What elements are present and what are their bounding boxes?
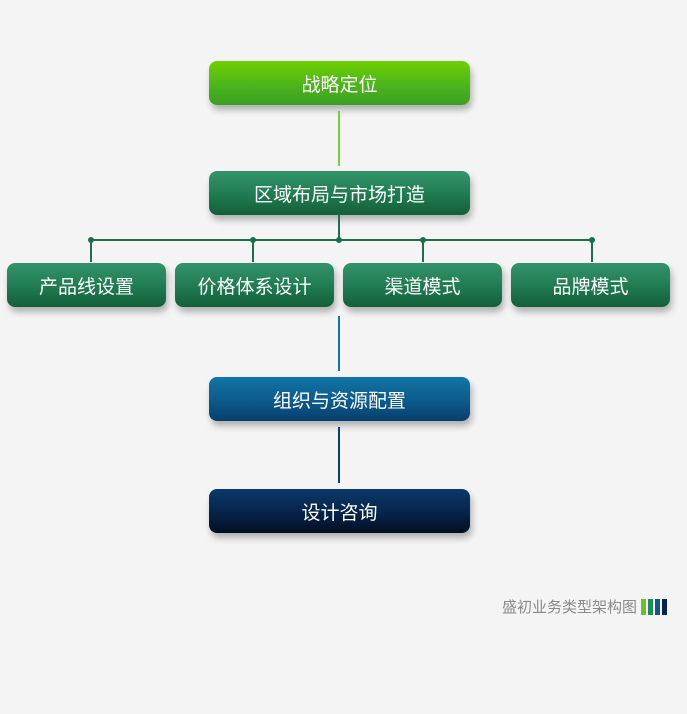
caption-bar-3 — [655, 599, 660, 615]
caption-bar-1 — [641, 599, 646, 615]
node-organization-resources-label: 组织与资源配置 — [272, 389, 406, 412]
caption-color-bars-icon — [641, 599, 667, 615]
caption-bar-4 — [662, 599, 667, 615]
connector-top-to-region — [338, 111, 340, 166]
node-brand-model: 品牌模式 — [511, 263, 670, 307]
node-strategic-positioning-label: 战略定位 — [301, 73, 378, 96]
branch-drop-4 — [591, 240, 593, 262]
node-pricing-system: 价格体系设计 — [175, 263, 334, 307]
node-channel-model: 渠道模式 — [343, 263, 502, 307]
branch-drop-1 — [90, 240, 92, 262]
branch-drop-3 — [422, 240, 424, 262]
node-product-line-label: 产品线设置 — [38, 275, 134, 298]
diagram-caption: 盛初业务类型架构图 — [501, 598, 637, 616]
node-regional-layout-label: 区域布局与市场打造 — [253, 183, 425, 206]
node-product-line: 产品线设置 — [7, 263, 166, 307]
node-channel-model-label: 渠道模式 — [384, 275, 461, 298]
caption-bar-2 — [648, 599, 653, 615]
node-design-consulting: 设计咨询 — [209, 489, 470, 533]
connector-branches-to-organization — [338, 316, 340, 371]
connector-region-to-bus — [338, 215, 340, 240]
branch-drop-2 — [252, 240, 254, 262]
node-strategic-positioning: 战略定位 — [209, 61, 470, 105]
node-organization-resources: 组织与资源配置 — [209, 377, 470, 421]
node-design-consulting-label: 设计咨询 — [301, 501, 378, 524]
node-brand-model-label: 品牌模式 — [552, 275, 629, 298]
node-regional-layout: 区域布局与市场打造 — [209, 171, 470, 215]
node-pricing-system-label: 价格体系设计 — [197, 275, 312, 298]
connector-organization-to-consulting — [338, 427, 340, 483]
branch-bus-line — [91, 239, 593, 241]
